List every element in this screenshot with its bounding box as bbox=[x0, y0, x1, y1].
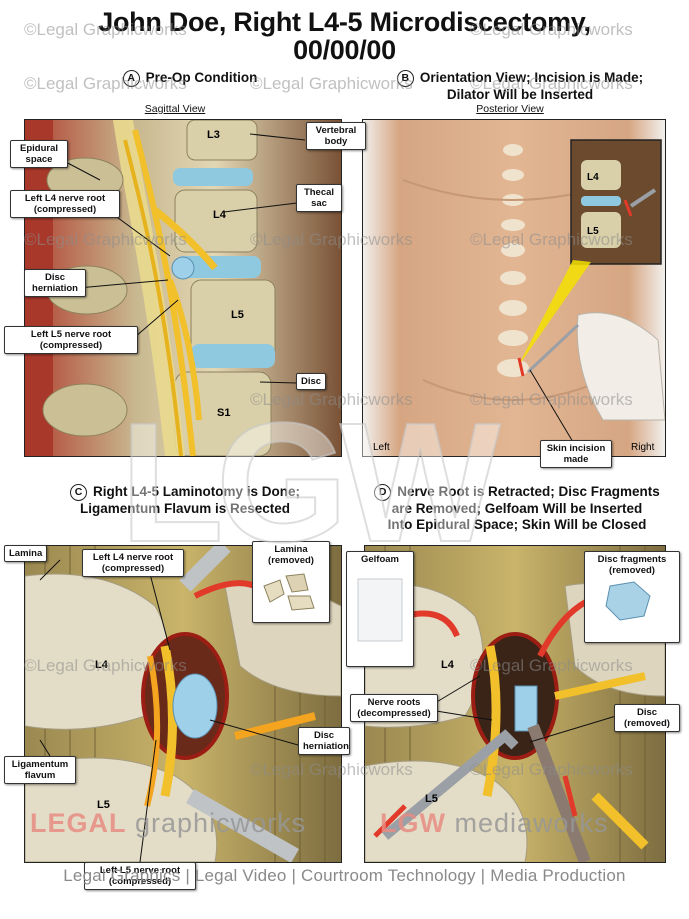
panel-a-title-text: Pre-Op Condition bbox=[145, 70, 258, 85]
panel-b-title: B Orientation View; Incision is Made; Dil… bbox=[370, 70, 670, 103]
lamina-removed-line2: (removed) bbox=[268, 555, 314, 566]
label-skin-incision: Skin incision made bbox=[540, 440, 612, 468]
panel-b-title-line1: Orientation View; Incision is Made; bbox=[419, 70, 644, 85]
label-left-l4-nerve-c: Left L4 nerve root (compressed) bbox=[82, 549, 184, 577]
label-left-l4-nerve-a: Left L4 nerve root (compressed) bbox=[10, 190, 120, 218]
gelfoam-label: Gelfoam bbox=[360, 554, 399, 565]
label-l4: L4 bbox=[213, 209, 227, 221]
brand-lgw: LGW bbox=[380, 808, 446, 838]
label-left-l5-nerve-c: Left L5 nerve root (compressed) bbox=[84, 862, 196, 890]
label-nerve-roots: Nerve roots (decompressed) bbox=[350, 694, 438, 722]
brand-legal: LEGAL bbox=[30, 808, 127, 838]
panel-c-title-line1: Right L4-5 Laminotomy is Done; bbox=[92, 484, 300, 499]
posterior-back-illustration: L4 L5 Left Right bbox=[363, 120, 665, 456]
lamina-removed-inset: Lamina (removed) bbox=[252, 541, 330, 623]
label-l5: L5 bbox=[231, 309, 244, 321]
brand-lgw-mediaworks: LGW mediaworks bbox=[380, 808, 609, 839]
disc-fragments-icon bbox=[605, 581, 651, 621]
panel-d-title-line1: Nerve Root is Retracted; Disc Fragments bbox=[397, 484, 660, 499]
panel-c-label-l4: L4 bbox=[95, 659, 109, 671]
lamina-removed-line1: Lamina bbox=[274, 544, 308, 555]
inset-label-l5: L5 bbox=[587, 226, 599, 237]
label-s1: S1 bbox=[217, 407, 230, 419]
label-vertebral-body: Vertebral body bbox=[306, 122, 366, 150]
label-ligamentum-flavum: Ligamentum flavum bbox=[4, 756, 76, 784]
panel-c-letter: C bbox=[69, 484, 87, 501]
inset-label-l4: L4 bbox=[587, 172, 599, 183]
panel-b-title-line2: Dilator Will be Inserted bbox=[446, 87, 594, 102]
label-l3: L3 bbox=[207, 129, 220, 141]
brand-mediaworks: mediaworks bbox=[454, 808, 609, 838]
lamina-fragments-icon bbox=[263, 573, 315, 611]
panel-d-title-line3: Into Epidural Space; Skin Will be Closed bbox=[387, 517, 647, 532]
label-disc-herniation-c: Disc herniation bbox=[298, 727, 350, 755]
disc-fragments-label: Disc fragments (removed) bbox=[597, 554, 667, 576]
gelfoam-inset: Gelfoam bbox=[346, 551, 414, 667]
panel-c-label-l5: L5 bbox=[97, 799, 110, 811]
label-lamina: Lamina bbox=[4, 545, 48, 562]
page-date: 00/00/00 bbox=[293, 35, 396, 65]
brand-graphicworks: graphicworks bbox=[135, 808, 307, 838]
label-thecal-sac: Thecal sac bbox=[296, 184, 342, 212]
disc-fragments-inset: Disc fragments (removed) bbox=[584, 551, 680, 643]
panel-a-title: A Pre-Op Condition bbox=[100, 70, 280, 87]
gelfoam-icon bbox=[357, 578, 403, 642]
panel-b-posterior: L4 L5 Left Right bbox=[362, 119, 666, 457]
orientation-right: Right bbox=[631, 442, 655, 453]
label-left-l5-nerve-a: Left L5 nerve root (compressed) bbox=[4, 326, 138, 354]
label-disc-herniation-a: Disc herniation bbox=[24, 269, 86, 297]
page-title: John Doe, Right L4-5 Microdiscectomy, bbox=[98, 7, 591, 37]
panel-a-letter: A bbox=[122, 70, 140, 87]
brand-legal-graphicworks: LEGAL graphicworks bbox=[30, 808, 306, 839]
panel-d-label-l5: L5 bbox=[425, 793, 438, 805]
panel-c-title: C Right L4-5 Laminotomy is Done; Ligament… bbox=[40, 484, 330, 517]
orientation-left: Left bbox=[373, 442, 390, 453]
panel-d-label-l4: L4 bbox=[441, 659, 455, 671]
panel-d-title: D Nerve Root is Retracted; Disc Fragments… bbox=[352, 484, 682, 533]
panel-b-view: Posterior View bbox=[476, 103, 544, 115]
label-epidural-space: Epidural space bbox=[10, 140, 68, 168]
label-disc-removed: Disc (removed) bbox=[614, 704, 680, 732]
panel-d-title-line2: are Removed; Gelfoam Will be Inserted bbox=[391, 501, 643, 516]
footer-services: Legal Graphics | Legal Video | Courtroom… bbox=[63, 866, 626, 885]
panel-c-title-line2: Ligamentum Flavum is Resected bbox=[79, 501, 291, 516]
panel-a-view: Sagittal View bbox=[144, 103, 206, 115]
label-disc-a: Disc bbox=[296, 373, 327, 390]
panel-b-letter: B bbox=[396, 70, 414, 87]
panel-d-letter: D bbox=[374, 484, 392, 501]
